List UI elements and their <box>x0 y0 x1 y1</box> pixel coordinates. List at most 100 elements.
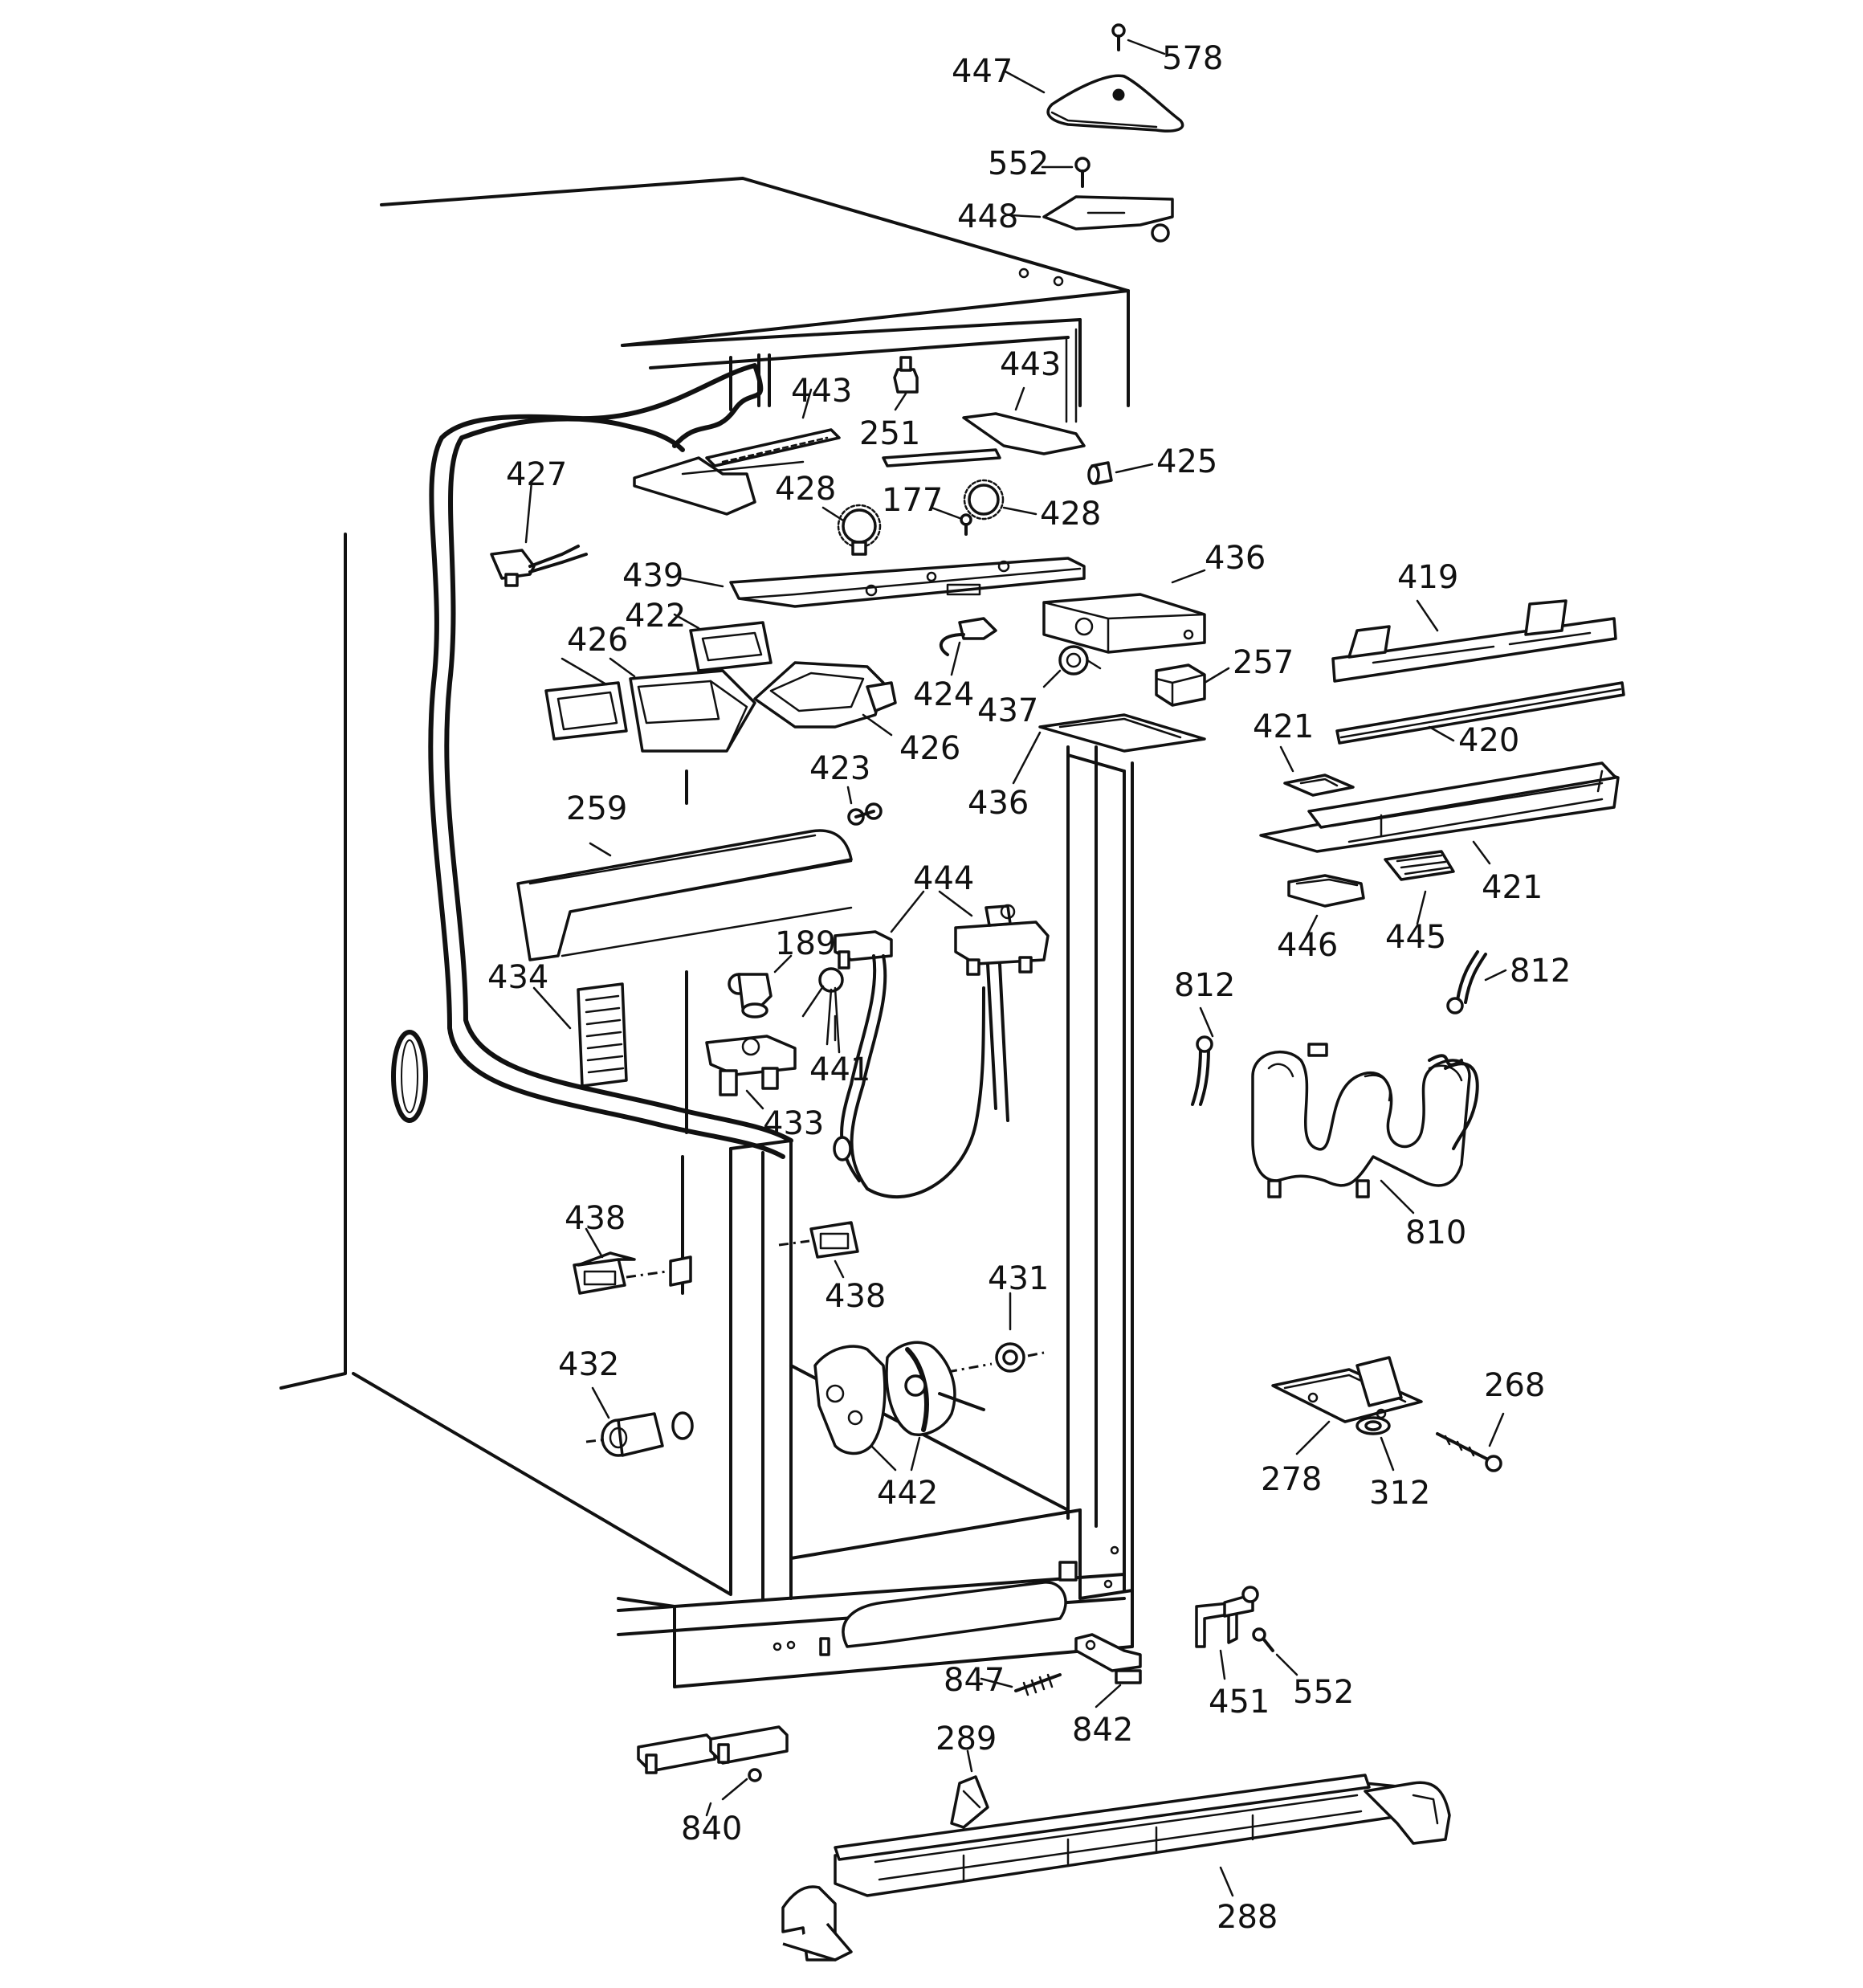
label-578: 578 <box>1162 40 1223 77</box>
tray-436-lower <box>1012 713 1206 785</box>
light-bulb-441 <box>801 967 844 1054</box>
label-552-top: 552 <box>988 145 1049 182</box>
label-443-left: 443 <box>791 373 852 410</box>
screw-552-bottom <box>1252 1627 1298 1676</box>
light-switch-438-left <box>573 1227 692 1295</box>
light-shield-259 <box>516 829 853 961</box>
label-442: 442 <box>877 1475 938 1512</box>
switch-446 <box>1287 874 1365 941</box>
label-436-bottom: 436 <box>968 785 1029 822</box>
hinge-451 <box>1195 1586 1259 1680</box>
label-420: 420 <box>1458 722 1519 759</box>
label-812-left: 812 <box>1174 967 1235 1004</box>
label-448: 448 <box>957 198 1018 235</box>
label-552-bottom: 552 <box>1293 1674 1354 1711</box>
water-tank-810 <box>1251 1043 1479 1214</box>
damper-housing-443-right <box>882 386 1086 467</box>
label-278: 278 <box>1261 1461 1322 1498</box>
base-grille-288 <box>781 1774 1451 1961</box>
plug-425 <box>1087 461 1154 485</box>
switch-harness-444 <box>833 890 1050 1198</box>
label-423: 423 <box>809 750 870 787</box>
vent-grille-434 <box>532 982 628 1088</box>
label-438-left: 438 <box>565 1200 626 1237</box>
cam-424 <box>939 617 997 676</box>
label-434: 434 <box>487 959 548 996</box>
label-812-right: 812 <box>1510 953 1571 990</box>
light-socket-433 <box>705 1035 797 1110</box>
control-plate-439 <box>679 557 1086 608</box>
label-810: 810 <box>1405 1214 1466 1251</box>
label-842: 842 <box>1072 1712 1133 1749</box>
control-box-436 <box>1042 569 1206 654</box>
screw-268 <box>1436 1412 1505 1472</box>
top-hinge-cover-447 <box>1002 69 1184 133</box>
roller-312 <box>1355 1416 1395 1472</box>
label-437: 437 <box>977 692 1038 729</box>
label-425: 425 <box>1156 443 1217 480</box>
cabinet-outline <box>279 177 1134 1688</box>
label-424: 424 <box>913 676 974 713</box>
screw-177 <box>930 506 972 536</box>
label-446: 446 <box>1277 927 1338 964</box>
bracket-842 <box>1074 1633 1142 1708</box>
label-257: 257 <box>1233 644 1294 681</box>
grommet-431 <box>947 1292 1045 1374</box>
label-419: 419 <box>1397 559 1458 596</box>
air-duct-426-left <box>561 657 756 805</box>
label-436-top: 436 <box>1205 540 1266 577</box>
fan-motor-437 <box>1042 645 1102 688</box>
air-duct-426-right <box>753 661 897 737</box>
hose-812-right <box>1446 950 1507 1014</box>
light-switch-438-right <box>778 1221 859 1279</box>
mounting-bracket-840 <box>637 1725 789 1817</box>
hinge-448 <box>1010 195 1174 243</box>
label-426-right: 426 <box>899 730 960 767</box>
bracket-419 <box>1331 599 1617 683</box>
label-439: 439 <box>622 557 683 594</box>
gear-428-right <box>963 479 1037 520</box>
label-268: 268 <box>1484 1367 1545 1404</box>
label-840: 840 <box>681 1810 742 1847</box>
label-422: 422 <box>625 598 686 635</box>
label-443-right: 443 <box>1000 346 1061 383</box>
damper-motor-442 <box>813 1341 985 1472</box>
label-431: 431 <box>988 1260 1049 1297</box>
label-289: 289 <box>936 1721 997 1757</box>
label-451: 451 <box>1209 1684 1270 1721</box>
label-312: 312 <box>1369 1475 1430 1512</box>
spring-847 <box>980 1673 1062 1696</box>
clip-289 <box>950 1749 989 1829</box>
wire-harness-427 <box>490 480 588 587</box>
label-428-right: 428 <box>1040 496 1101 533</box>
gasket-422 <box>673 613 773 672</box>
label-288: 288 <box>1217 1899 1278 1936</box>
label-433: 433 <box>763 1105 824 1142</box>
label-438-right: 438 <box>825 1278 886 1315</box>
label-441: 441 <box>809 1051 870 1088</box>
label-445: 445 <box>1385 919 1446 956</box>
hose-812-left <box>1191 1006 1214 1106</box>
label-426-left: 426 <box>567 622 628 659</box>
clip-421-small <box>1279 745 1355 797</box>
label-259: 259 <box>566 790 627 827</box>
damper-housing-443-left <box>633 388 841 516</box>
label-428-left: 428 <box>775 471 836 508</box>
grommet-432 <box>585 1386 694 1457</box>
label-427: 427 <box>506 456 567 493</box>
screw-552-top <box>1041 157 1090 188</box>
label-847: 847 <box>944 1662 1005 1699</box>
elbow-189 <box>728 954 793 1018</box>
dispenser-housing-421 <box>1259 761 1620 865</box>
thermostat-251 <box>893 356 919 411</box>
screw-578 <box>1111 23 1166 55</box>
label-421-top: 421 <box>1253 708 1314 745</box>
switch-445 <box>1384 850 1455 925</box>
strip-420 <box>1335 681 1625 745</box>
label-251: 251 <box>859 415 920 452</box>
roller-bracket-278 <box>1271 1356 1423 1455</box>
label-177: 177 <box>882 482 943 519</box>
label-432: 432 <box>558 1346 619 1383</box>
label-447: 447 <box>952 53 1013 90</box>
